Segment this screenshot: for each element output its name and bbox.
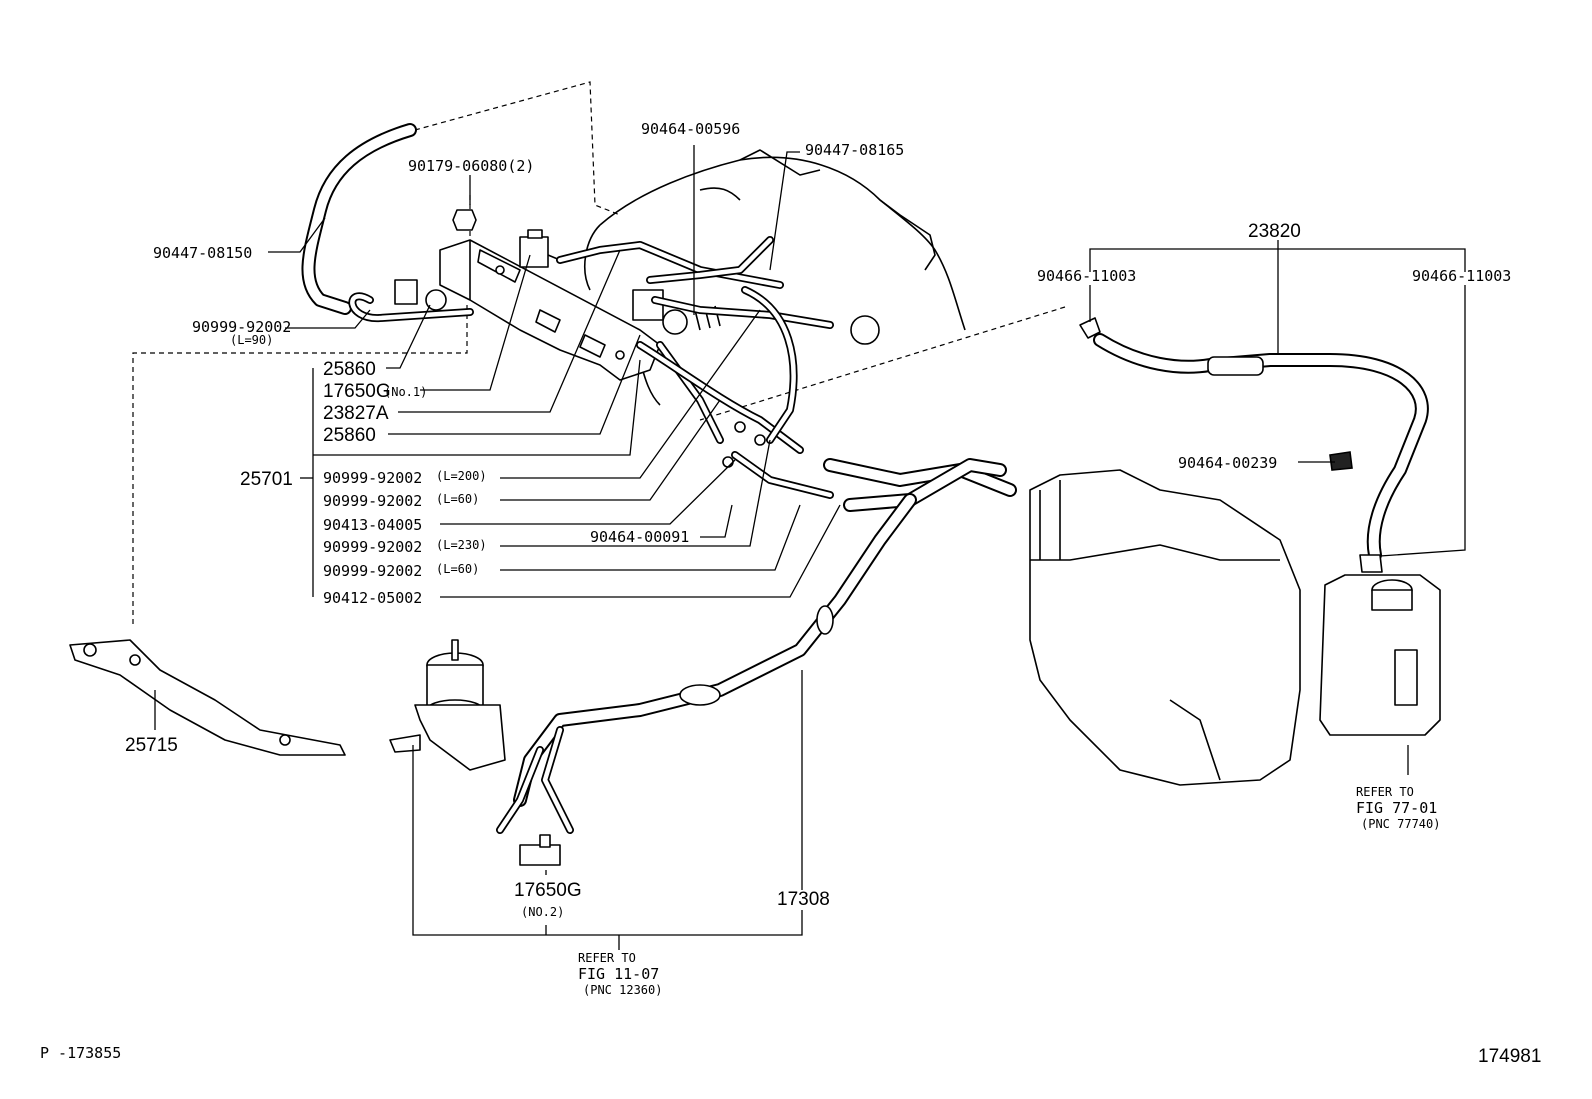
vsv-left	[394, 279, 447, 311]
label-25860-b: 25860	[323, 425, 376, 446]
refer-note-fig-77-01: REFER TO FIG 77-01 (PNC 77740)	[1356, 785, 1440, 831]
label-90447-08150: 90447-08150	[153, 244, 252, 262]
label-90999-92002-l230: 90999-92002	[323, 538, 422, 556]
refer-note-fig-11-07: REFER TO FIG 11-07 (PNC 12360)	[578, 951, 662, 997]
label-90999-92002-l60-b: 90999-92002	[323, 562, 422, 580]
label-90412-05002: 90412-05002	[323, 589, 422, 607]
label-90464-00091: 90464-00091	[590, 528, 689, 546]
label-17650g-no1: 17650G	[323, 381, 391, 402]
label-90999-92002-l90: 90999-92002	[192, 318, 291, 336]
refer-fig-77-01-line1: REFER TO	[1356, 785, 1414, 799]
vsv-no2-assembly	[389, 639, 561, 866]
label-90413-04005: 90413-04005	[323, 516, 422, 534]
label-90464-00596: 90464-00596	[641, 120, 740, 138]
fuel-vapor-line-bundle	[496, 458, 1017, 834]
footer-right-code: 174981	[1478, 1046, 1541, 1067]
label-17308: 17308	[777, 889, 830, 910]
label-90999-92002-l60-b-length: (L=60)	[436, 562, 479, 576]
leader-lines	[154, 145, 1466, 950]
vsv-no1	[519, 229, 561, 268]
label-25860-a: 25860	[323, 359, 376, 380]
label-90466-11003-right: 90466-11003	[1412, 267, 1511, 285]
label-23827a: 23827A	[323, 403, 389, 424]
label-90999-92002-l60-a-length: (L=60)	[436, 492, 479, 506]
label-17650g-no2: 17650G	[514, 880, 582, 901]
label-90464-00239: 90464-00239	[1178, 454, 1277, 472]
label-25701: 25701	[240, 469, 293, 490]
label-25715: 25715	[125, 735, 178, 756]
refer-fig-77-01-line2: FIG 77-01	[1356, 799, 1437, 817]
label-90999-92002-l230-length: (L=230)	[436, 538, 487, 552]
label-90179-06080: 90179-06080(2)	[408, 157, 534, 175]
nut-90179	[452, 209, 477, 231]
vsv-bracket-assembly	[439, 239, 661, 381]
refer-fig-11-07-line3: (PNC 12360)	[583, 983, 662, 997]
label-90999-92002-l200: 90999-92002	[323, 469, 422, 487]
label-23820: 23820	[1248, 221, 1301, 242]
part-labels: 90447-08150 90179-06080(2) 90464-00596 9…	[125, 120, 1511, 919]
footer-left-code: P -173855	[40, 1044, 121, 1062]
bracket-25715	[69, 639, 346, 756]
label-90999-92002-l200-length: (L=200)	[436, 469, 487, 483]
fuel-tank	[1029, 469, 1301, 786]
engine-outline	[584, 149, 966, 406]
label-17650g-no2-suffix: (NO.2)	[521, 905, 564, 919]
refer-fig-11-07-line1: REFER TO	[578, 951, 636, 965]
label-17650g-no1-suffix: (No.1)	[384, 385, 427, 399]
vsv-center	[632, 289, 721, 335]
canister-hose-23820	[1079, 317, 1429, 562]
refer-fig-11-07-line2: FIG 11-07	[578, 965, 659, 983]
charcoal-canister	[1319, 554, 1441, 736]
refer-fig-77-01-line3: (PNC 77740)	[1361, 817, 1440, 831]
label-90999-92002-l90-length: (L=90)	[230, 333, 273, 347]
label-90447-08165: 90447-08165	[805, 141, 904, 159]
label-90999-92002-l60-a: 90999-92002	[323, 492, 422, 510]
label-90466-11003-left: 90466-11003	[1037, 267, 1136, 285]
